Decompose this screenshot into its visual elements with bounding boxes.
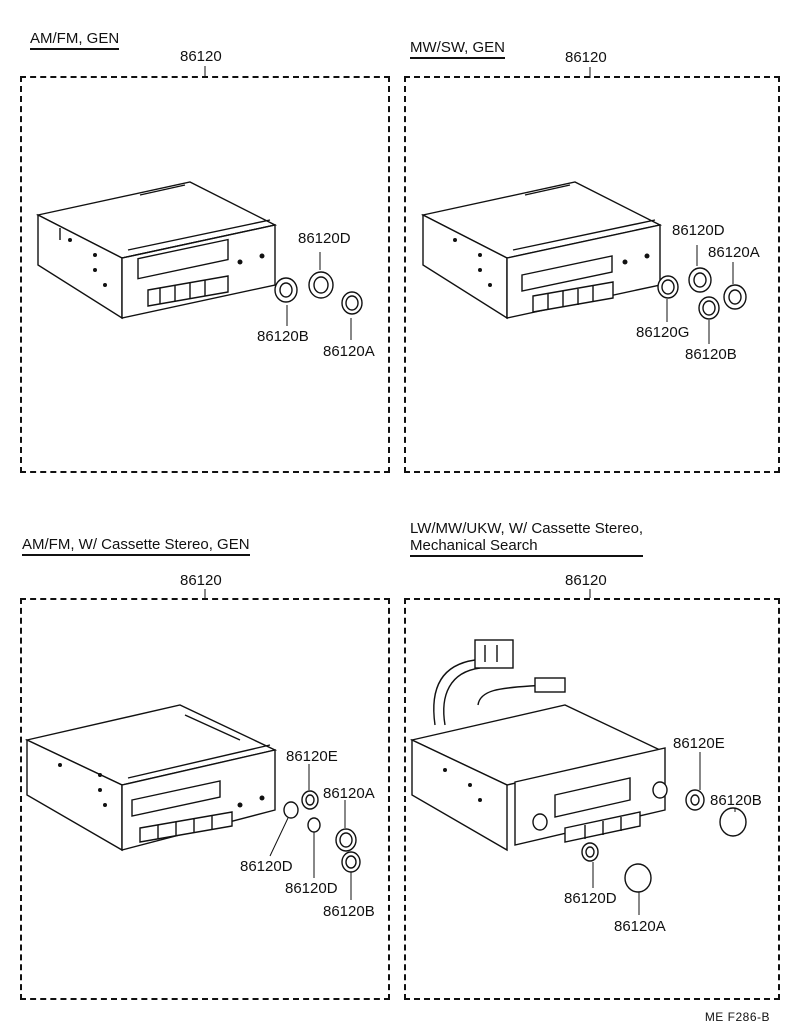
panel-2-heading-line: MW/SW, GEN (410, 39, 505, 56)
panel-2-part-label: 86120D (672, 222, 725, 239)
panel-3-part-label: 86120D (285, 880, 338, 897)
panel-4-frame (404, 598, 780, 1000)
knob-drawings-4 (581, 752, 747, 915)
radio-unit-drawing-3 (24, 704, 278, 852)
panel-3-part-label: 86120A (323, 785, 375, 802)
panel-4-part-label: 86120B (710, 792, 762, 809)
radio-unit-drawing-2 (420, 181, 663, 320)
panel-4-part-label: 86120A (614, 918, 666, 935)
panel-1-frame (20, 76, 390, 473)
panel-3-part-label: 86120E (286, 748, 338, 765)
panel-1-heading: AM/FM, GEN (30, 30, 120, 50)
panel-3-assembly-number: 86120 (180, 572, 222, 589)
panel-4-assembly-number: 86120 (565, 572, 607, 589)
panel-4-heading-line: Mechanical Search (410, 537, 538, 554)
panel-1-part-label: 86120A (323, 343, 375, 360)
panel-4-heading: LW/MW/UKW, W/ Cassette Stereo, Mechanica… (410, 520, 644, 557)
knob-drawings-1 (274, 252, 363, 340)
panel-4-heading-line: LW/MW/UKW, W/ Cassette Stereo, (410, 520, 644, 537)
panel-2-part-label: 86120A (708, 244, 760, 261)
panel-4-part-label: 86120D (564, 890, 617, 907)
figure-code: ME F286-B (704, 1010, 770, 1024)
panel-3-part-label: 86120D (240, 858, 293, 875)
panel-1-assembly-number: 86120 (180, 48, 222, 65)
panel-4-part-label: 86120E (673, 735, 725, 752)
panel-2-heading: MW/SW, GEN (410, 39, 505, 59)
panel-3-frame (20, 598, 390, 1000)
panel-3-heading-line: AM/FM, W/ Cassette Stereo, GEN (22, 536, 250, 553)
panel-2-assembly-number: 86120 (565, 49, 607, 66)
panel-1-heading-line: AM/FM, GEN (30, 30, 120, 47)
panel-1-part-label: 86120B (257, 328, 309, 345)
radio-unit-drawing-1 (35, 181, 278, 320)
panel-3-part-label: 86120B (323, 903, 375, 920)
panel-2-part-label: 86120B (685, 346, 737, 363)
knob-drawings-2 (657, 245, 747, 344)
panel-2-part-label: 86120G (636, 324, 690, 341)
panel-3-heading: AM/FM, W/ Cassette Stereo, GEN (22, 536, 250, 556)
panel-2-frame (404, 76, 780, 473)
knob-drawings-3 (269, 764, 361, 900)
panel-1-part-label: 86120D (298, 230, 351, 247)
radio-unit-drawing-4 (409, 639, 668, 852)
